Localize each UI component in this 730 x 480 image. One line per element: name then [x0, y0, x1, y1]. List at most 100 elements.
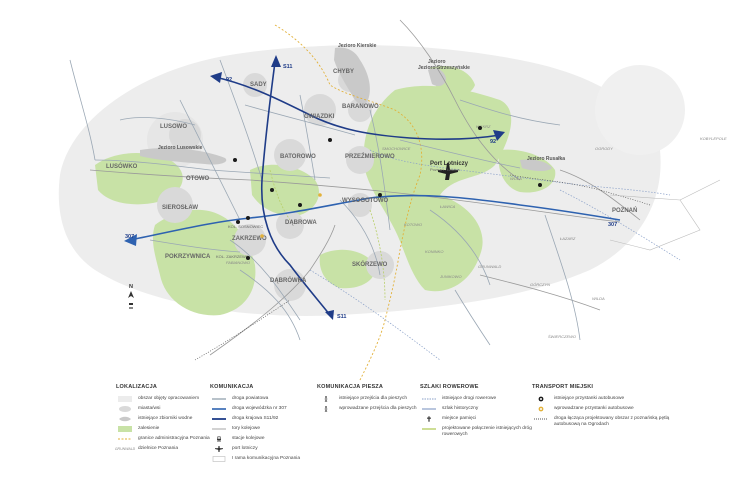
- arrow-92-west: [210, 72, 222, 83]
- place-skorzewo: SKÓRZEWO: [352, 260, 388, 268]
- airplane-icon: [438, 163, 458, 180]
- legend-item-ring: I rama komunikacyjna Poznania: [210, 456, 320, 466]
- legend-item-bike-connection: projektowane połączenie istniejących dró…: [420, 426, 535, 442]
- label-lake-strzeszynskie: Jezioro Strzeszyńskie: [418, 65, 470, 71]
- swatch-bike-connection: [420, 426, 438, 432]
- legend-item-bike-existing: istniejące drogi rowerowe: [420, 396, 535, 406]
- legend-item-villages: miasta/wsi: [116, 406, 246, 416]
- legend-item-station: stacje kolejowe: [210, 436, 320, 446]
- bus-stops: [233, 126, 542, 260]
- airport: Port Lotniczy Poznań - Ławica: [430, 161, 469, 180]
- arrow-s11-south: [325, 310, 334, 320]
- place-fabianowo: FABIANOWO: [226, 260, 250, 265]
- place-koninko: KONINKO: [425, 249, 443, 254]
- compass: N: [128, 284, 134, 309]
- lake-rusalka: [520, 159, 552, 171]
- arrow-307-west: [124, 234, 137, 246]
- legend-item-bus-planned: wprowadzane przystanki autobusowe: [532, 406, 682, 416]
- legend-komunikacja: KOMUNIKACJA droga powiatowa droga wojewó…: [210, 384, 320, 466]
- place-sieroslaw: SIEROSŁAW: [162, 205, 198, 211]
- road-92: [214, 76, 501, 141]
- airport-name: Port Lotniczy: [430, 161, 469, 167]
- place-wilda: WILDA: [592, 296, 605, 301]
- legend-rowerowe-title: SZLAKI ROWEROWE: [420, 384, 479, 390]
- legend-item-study-area: obszar objęty opracowaniem: [116, 396, 246, 406]
- label-307-e: 307: [608, 222, 617, 228]
- bus-stop-planned-icon: [532, 406, 550, 412]
- lake-lusowskie: [140, 147, 227, 165]
- district-roads: [69, 59, 581, 346]
- place-kol-sosnowiec: KOL. SOSNOWIEC: [228, 224, 263, 229]
- bus-stops-planned: [260, 193, 322, 238]
- place-lazarz: ŁAZARZ: [560, 236, 576, 241]
- label-lake-rusalka: Jezioro Rusałka: [527, 156, 565, 162]
- swatch-voivodeship-road: [210, 406, 228, 412]
- place-labels: SADY CHYBY BARANOWO LUSOWO LUSÓWKO GWIAZ…: [106, 69, 727, 339]
- legend-item-railway: tory kolejowe: [210, 426, 320, 436]
- legend-item-national-road: droga krajowa S11/92: [210, 416, 320, 426]
- label-92-e: 92: [490, 139, 496, 145]
- lake-kierskie: [334, 47, 370, 105]
- legend-lokalizacja-title: LOKALIZACJA: [116, 384, 158, 390]
- place-ogrody: OGRODY: [595, 146, 613, 151]
- forest-nw: [95, 153, 183, 205]
- place-swierczewo: ŚWIERCZEWO: [548, 334, 576, 339]
- swatch-lakes: [116, 416, 134, 422]
- place-pokrzywnica: POKRZYWNICA: [165, 254, 211, 260]
- legend-item-lakes: istniejące zbiorniki wodne: [116, 416, 246, 426]
- place-baranowo: BARANOWO: [342, 104, 379, 110]
- compass-arrow-icon: [128, 291, 134, 298]
- legend-item-crossing-planned: wprowadzane przejścia dla pieszych: [317, 406, 427, 416]
- swatch-historic-route: [420, 406, 438, 412]
- train-station-icon: [210, 436, 228, 442]
- place-przezmierowo: PRZEŹMIEROWO: [345, 152, 395, 160]
- place-grunwald: GRUNWALD: [478, 264, 501, 269]
- ring-lines: [609, 179, 721, 251]
- label-s11-n: S11: [283, 64, 292, 70]
- label-lake-kierskie: Jezioro Kierskie: [338, 43, 377, 49]
- label-307-w: 307: [125, 234, 134, 240]
- place-wola: WOLA: [510, 176, 522, 181]
- swatch-districts: GRUNWALD: [114, 447, 136, 451]
- airplane-icon: [210, 446, 228, 452]
- bike-routes: [309, 149, 681, 361]
- place-kotowo: KOTOWO: [404, 222, 422, 227]
- place-poznan: POZNAŃ: [612, 206, 637, 214]
- swatch-bus-connection: [532, 416, 550, 422]
- legend-item-admin-border: granice administracyjna Poznania: [116, 436, 246, 446]
- place-kol-zakrzewo: KOL. ZAKRZEWO: [216, 254, 249, 259]
- legend-item-district-road: droga powiatowa: [210, 396, 320, 406]
- lake-strzeszynskie: [428, 68, 446, 86]
- bike-connections: [269, 169, 386, 301]
- swatch-villages: [116, 406, 134, 412]
- legend-item-forest: zalesienie: [116, 426, 246, 436]
- legend-item-historic-route: szlak historyczny: [420, 406, 535, 416]
- legend-piesza-title: KOMUNIKACJA PIESZA: [317, 384, 384, 390]
- place-lusowko: LUSÓWKO: [106, 162, 138, 170]
- legend-item-bus-existing: istniejące przystanki autobusowe: [532, 396, 682, 406]
- pedestrian-icon: [317, 396, 335, 402]
- swatch-admin-border: [116, 436, 134, 442]
- label-s11-s: S11: [337, 314, 346, 320]
- legend-item-bus-connection: droga łącząca projektowany obszar z pozn…: [532, 416, 682, 432]
- airport-sub: Poznań - Ławica: [430, 167, 460, 172]
- legend-transport: TRANSPORT MIEJSKI istniejące przystanki …: [532, 384, 682, 432]
- label-lake-lusowskie: Jezioro Lusowskie: [158, 145, 203, 151]
- pedestrian-icon-planned: [317, 406, 335, 412]
- swatch-bike-existing: [420, 396, 438, 402]
- place-kiekrz: KIEKRZ: [476, 124, 491, 129]
- swatch-forest: [116, 426, 134, 432]
- place-junikowo: JUNIKOWO: [439, 274, 462, 279]
- label-92-w: 92: [226, 77, 232, 83]
- road-s11: [260, 61, 331, 316]
- legend-komunikacja-title: KOMUNIKACJA: [210, 384, 254, 390]
- place-zakrzewo: ZAKRZEWO: [232, 236, 267, 242]
- forest-skorzewo: [319, 249, 376, 289]
- legend-lokalizacja: LOKALIZACJA obszar objęty opracowaniem m…: [114, 384, 246, 456]
- poznan-admin-border: [274, 24, 423, 381]
- forest-rusalka: [498, 149, 556, 193]
- swatch-district-road: [210, 396, 228, 402]
- railways: [89, 19, 641, 356]
- swatch-ring: [210, 456, 228, 462]
